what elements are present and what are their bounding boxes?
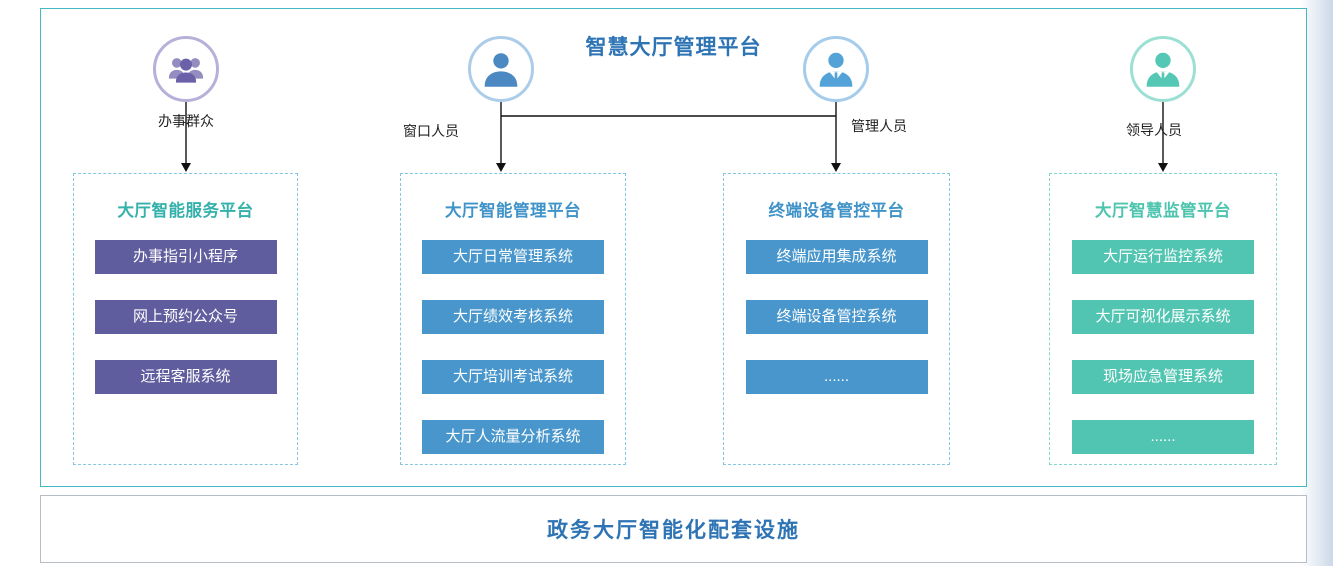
footer-title: 政务大厅智能化配套设施 [547,519,800,542]
column-smart-management-platform: 大厅智能管理平台 大厅日常管理系统 大厅绩效考核系统 大厅培训考试系统 大厅人流… [400,173,626,465]
person-tie-icon [803,36,869,102]
actor-label-managers: 管理人员 [851,118,907,134]
system-item: 远程客服系统 [94,360,277,394]
system-item: 大厅人流量分析系统 [422,420,604,454]
actor-label-leaders: 领导人员 [1126,122,1182,138]
system-item: 办事指引小程序 [94,240,277,274]
person-tie-icon [1130,36,1196,102]
system-item: ...... [1072,420,1254,454]
system-item: ...... [745,360,928,394]
system-item: 现场应急管理系统 [1072,360,1254,394]
system-item: 大厅运行监控系统 [1072,240,1254,274]
system-item: 大厅绩效考核系统 [422,300,604,334]
actor-label-window-staff: 窗口人员 [403,123,459,139]
footer-container: 政务大厅智能化配套设施 [40,495,1307,563]
system-item: 网上预约公众号 [94,300,277,334]
system-item: 大厅日常管理系统 [422,240,604,274]
actor-label-public: 办事群众 [158,113,214,129]
system-item: 大厅可视化展示系统 [1072,300,1254,334]
people-group-icon [153,36,219,102]
column-title: 大厅智慧监管平台 [1095,202,1231,220]
column-title: 大厅智能服务平台 [117,202,254,220]
page-title: 智慧大厅管理平台 [585,36,762,59]
diagram-container: 智慧大厅管理平台 [40,8,1307,487]
person-icon [468,36,534,102]
column-smart-service-platform: 大厅智能服务平台 办事指引小程序 网上预约公众号 远程客服系统 [73,173,298,465]
column-smart-supervision-platform: 大厅智慧监管平台 大厅运行监控系统 大厅可视化展示系统 现场应急管理系统 ...… [1049,173,1277,465]
column-title: 大厅智能管理平台 [445,202,581,220]
person-glyph [478,46,524,92]
system-item: 终端应用集成系统 [745,240,928,274]
people-group-glyph [165,48,207,90]
system-item: 大厅培训考试系统 [422,360,604,394]
system-item: 终端设备管控系统 [745,300,928,334]
person-tie-glyph [813,46,859,92]
column-terminal-device-platform: 终端设备管控平台 终端应用集成系统 终端设备管控系统 ...... [723,173,950,465]
person-tie-glyph [1140,46,1186,92]
column-title: 终端设备管控平台 [768,202,905,220]
